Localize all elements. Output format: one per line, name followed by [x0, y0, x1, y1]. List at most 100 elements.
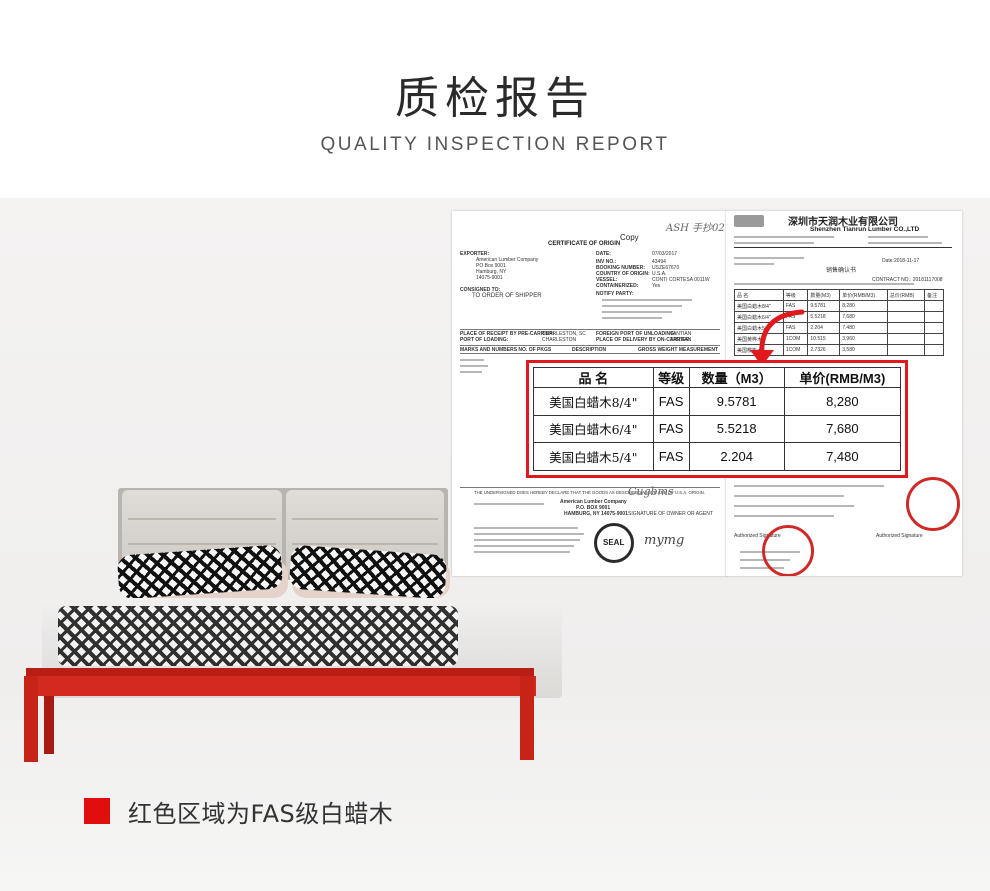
field-label: DATE:	[596, 251, 611, 257]
notary-seal: SEAL	[594, 523, 634, 563]
exporter-line: 14075-9001	[476, 275, 503, 281]
field-label: CONTAINERIZED:	[596, 283, 639, 289]
address-line	[602, 299, 692, 301]
field-label: INV NO.:	[596, 259, 617, 265]
fine-print-line	[474, 545, 574, 547]
address-line	[868, 236, 928, 238]
marks-header: MARKS AND NUMBERS NO. OF PKGS	[460, 347, 552, 353]
table-cell: 美国黄桦木	[734, 333, 784, 345]
divider	[460, 329, 720, 330]
table-cell: 7,480	[839, 322, 888, 334]
terms-line	[734, 515, 834, 517]
bed-illustration	[0, 198, 562, 891]
caption: 红色区域为FAS级白蜡木	[84, 796, 394, 828]
table-cell	[886, 344, 926, 356]
bed-leg-back	[44, 696, 54, 754]
address-line	[602, 317, 662, 319]
notify-label: NOTIFY PARTY:	[596, 291, 634, 297]
field-label: VESSEL:	[596, 277, 618, 283]
table-cell: 3,960	[839, 333, 888, 345]
field-value: CONTI CORTESA 0011W	[652, 277, 710, 283]
quantity: 5.5218	[688, 414, 785, 444]
signature-scribble: Cugbms	[628, 485, 674, 498]
grade: FAS	[652, 442, 690, 471]
company-city: HAMBURG, NY 14075-9001	[564, 511, 628, 517]
table-cell: 8,280	[839, 300, 888, 312]
quantity: 9.5781	[688, 387, 785, 416]
certify-statement: THE UNDERSIGNED DOES HEREBY DECLARE THAT…	[474, 490, 705, 495]
company-name-cn: 深圳市天润木业有限公司	[788, 217, 898, 228]
company-name: American Lumber Company	[560, 499, 627, 505]
product-scene: ASH 手抄02 Copy CERTIFICATE OF ORIGIN EXPO…	[0, 198, 990, 891]
table-cell	[886, 322, 926, 334]
handwritten-note: ASH 手抄02	[666, 223, 725, 234]
signature-caption: SIGNATURE OF OWNER OR AGENT	[628, 511, 713, 517]
table-header: 品 名	[734, 289, 784, 301]
product-name: 美国白蜡木8/4"	[533, 387, 654, 416]
table-cell	[924, 333, 944, 345]
seal-label: SEAL	[603, 538, 625, 547]
cushion-seam	[128, 543, 276, 545]
company-box: P.O. BOX 9001	[576, 505, 611, 511]
divider	[460, 353, 720, 354]
company-name-en: Shenzhen Tianrun Lumber CO.,LTD	[810, 226, 920, 233]
unit-price: 8,280	[783, 387, 902, 416]
field-value: 43494	[652, 259, 666, 265]
grade: FAS	[652, 387, 690, 416]
caption-text: 红色区域为FAS级白蜡木	[128, 799, 394, 828]
info-line	[734, 263, 774, 265]
field-value: U.S.A.	[652, 271, 667, 277]
table-header-row: 品 名 等级 数量（M3） 单价(RMB/M3)	[533, 367, 902, 388]
authorized-signature: Authorized Signature	[734, 533, 781, 539]
contract-number: CONTRACT NO.: 20181117008	[872, 277, 943, 283]
certificate-title: CERTIFICATE OF ORIGIN	[548, 241, 621, 247]
bed-frame-top	[26, 668, 534, 678]
highlight-table-box: 品 名 等级 数量（M3） 单价(RMB/M3) 美国白蜡木8/4" FAS 9…	[526, 360, 908, 478]
authorized-signature: Authorized Signature	[876, 533, 923, 539]
delivery-value: YANTIAN	[670, 337, 692, 343]
pointer-arrow-icon	[750, 309, 805, 366]
terms-line	[734, 495, 844, 497]
date-line	[474, 503, 544, 505]
cushion-seam	[292, 543, 438, 545]
address-line	[734, 242, 814, 244]
table-row: 美国白蜡木8/4" FAS 9.5781 8,280	[533, 387, 902, 416]
port-loading-value: CHARLESTON	[542, 337, 577, 343]
table-header: 备注	[924, 289, 944, 301]
page-header: 质检报告 QUALITY INSPECTION REPORT	[0, 0, 990, 198]
divider	[460, 345, 720, 346]
table-cell: 7,680	[839, 311, 888, 323]
table-header: 等级	[782, 289, 809, 301]
port-discharge-value: YANTIAN	[670, 331, 692, 337]
table-header: 等级	[652, 367, 690, 388]
table-row: 美国白蜡木5/4" FAS 2.204 7,480	[734, 322, 944, 334]
bed-blanket	[58, 606, 458, 666]
table-header: 品 名	[533, 367, 654, 388]
table-cell	[924, 300, 944, 312]
table-row: 美国白蜡木6/4" FAS 5.5218 7,680	[533, 414, 902, 444]
fine-print-line	[474, 533, 584, 535]
unit-price: 7,680	[783, 414, 902, 444]
delivery-label: PLACE OF DELIVERY BY ON-CARRIER:	[596, 337, 691, 343]
highlight-table: 品 名 等级 数量（M3） 单价(RMB/M3) 美国白蜡木8/4" FAS 9…	[533, 367, 902, 471]
fine-print-line	[474, 539, 580, 541]
page-title: 质检报告	[395, 73, 595, 124]
bed-frame-rail	[24, 676, 536, 696]
place-receipt-label: PLACE OF RECEIPT BY PRE-CARRIER:	[460, 331, 555, 337]
table-cell	[886, 333, 926, 345]
table-header: 单价(RMB/M3)	[839, 289, 888, 301]
company-logo	[734, 215, 764, 227]
table-row: 美国白蜡木5/4" FAS 2.204 7,480	[533, 442, 902, 471]
product-name: 美国白蜡木6/4"	[533, 414, 654, 444]
signature-scribble: mymg	[644, 533, 685, 548]
field-label: BOOKING NUMBER:	[596, 265, 645, 271]
table-cell	[924, 344, 944, 356]
table-cell	[924, 311, 944, 323]
field-value: 07/03/2017	[652, 251, 678, 257]
table-cell	[924, 322, 944, 334]
doc-date: Date:2018-11-17	[882, 258, 920, 264]
table-header: 总价(RMB)	[886, 289, 926, 301]
exporter-line: PO Box 9001	[476, 263, 506, 269]
address-line	[602, 311, 672, 313]
marks-line	[460, 359, 484, 361]
